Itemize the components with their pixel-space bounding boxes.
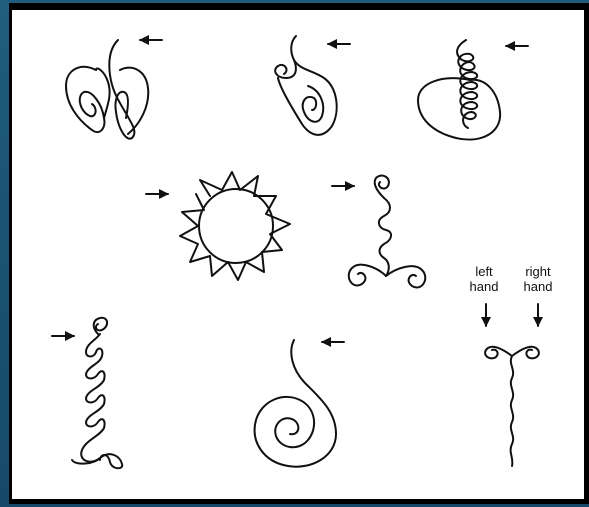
coil-in-loop-figure [418, 40, 528, 140]
right-hand-label: right hand [516, 264, 560, 294]
left-hand-label: left hand [462, 264, 506, 294]
curl-stem-double-scroll-figure [332, 176, 425, 288]
looped-stalk-figure [52, 318, 122, 469]
double-spiral-loop-figure [66, 40, 162, 139]
two-hand-scroll-figure [485, 304, 539, 466]
snail-spiral-figure [255, 340, 344, 467]
doodle-figures [12, 10, 584, 499]
spiky-circle-figure [146, 172, 290, 280]
small-curl-spiral-figure [275, 36, 350, 135]
diagram-canvas: left hand right hand [12, 10, 584, 499]
